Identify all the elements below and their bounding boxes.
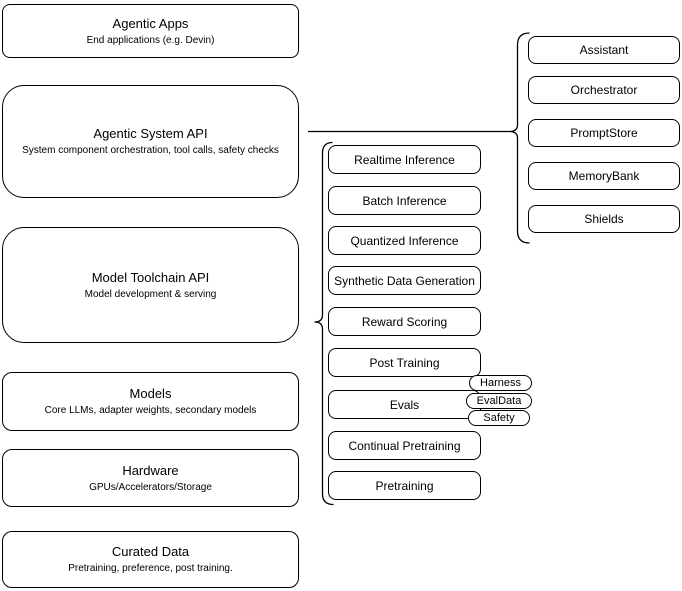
tag-harness: Harness — [469, 375, 532, 391]
node-assistant: Assistant — [528, 36, 680, 64]
tag-safety: Safety — [468, 410, 530, 426]
node-realtime-inference: Realtime Inference — [328, 145, 481, 174]
node-curated-data: Curated Data Pretraining, preference, po… — [2, 531, 299, 588]
tag-evaldata: EvalData — [466, 393, 532, 409]
node-synthetic-data-generation: Synthetic Data Generation — [328, 266, 481, 295]
node-subtitle: Core LLMs, adapter weights, secondary mo… — [44, 405, 257, 416]
node-shields: Shields — [528, 205, 680, 233]
node-models: Models Core LLMs, adapter weights, secon… — [2, 372, 299, 431]
node-memorybank: MemoryBank — [528, 162, 680, 190]
node-post-training: Post Training — [328, 348, 481, 377]
node-subtitle: Model development & serving — [84, 288, 217, 300]
node-orchestrator: Orchestrator — [528, 76, 680, 104]
system-components-brace — [509, 32, 530, 244]
node-quantized-inference: Quantized Inference — [328, 226, 481, 255]
node-title: Agentic System API — [93, 126, 208, 141]
node-promptstore: PromptStore — [528, 119, 680, 147]
node-subtitle: End applications (e.g. Devin) — [86, 34, 215, 46]
node-title: Agentic Apps — [112, 15, 189, 31]
node-title: Model Toolchain API — [91, 269, 210, 285]
node-continual-pretraining: Continual Pretraining — [328, 431, 481, 460]
node-model-toolchain-api: Model Toolchain API Model development & … — [2, 227, 299, 343]
node-pretraining: Pretraining — [328, 471, 481, 500]
node-title: Models — [129, 386, 172, 401]
node-batch-inference: Batch Inference — [328, 186, 481, 215]
node-hardware: Hardware GPUs/Accelerators/Storage — [2, 449, 299, 507]
node-evals: Evals — [328, 390, 481, 419]
node-agentic-system-api: Agentic System API System component orch… — [2, 85, 299, 198]
node-agentic-apps: Agentic Apps End applications (e.g. Devi… — [2, 4, 299, 58]
node-title: Curated Data — [111, 544, 190, 559]
node-reward-scoring: Reward Scoring — [328, 307, 481, 336]
node-subtitle: Pretraining, preference, post training. — [68, 563, 233, 574]
node-subtitle: System component orchestration, tool cal… — [22, 145, 279, 156]
node-subtitle: GPUs/Accelerators/Storage — [89, 481, 212, 493]
node-title: Hardware — [122, 462, 179, 478]
